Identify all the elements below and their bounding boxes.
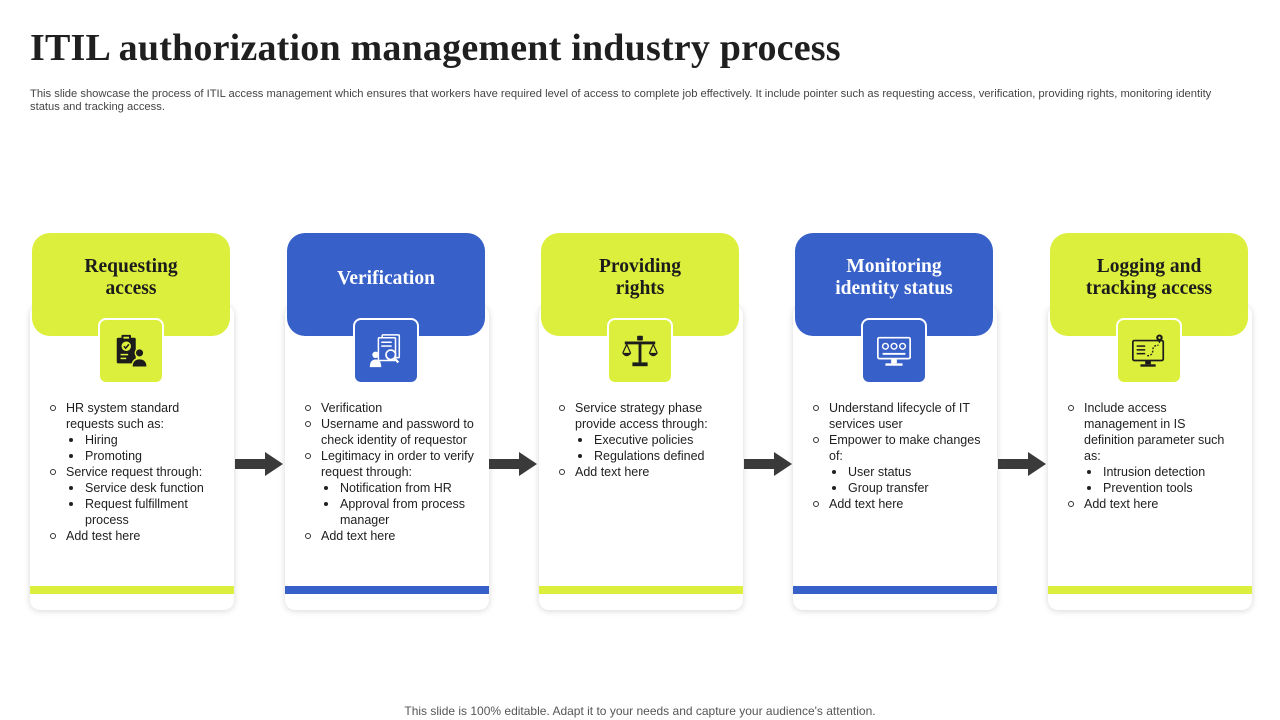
step-points: Include access management in IS definiti…	[1066, 400, 1238, 512]
sub-list-item: User status	[829, 464, 983, 480]
step-title-line: Requesting	[84, 255, 178, 277]
step-points: HR system standard requests such as: Hir…	[48, 400, 220, 544]
page-title: ITIL authorization management industry p…	[30, 27, 841, 69]
process-step-logging-tracking-access: Logging and tracking access Include acce…	[1048, 233, 1256, 611]
step-points: Understand lifecycle of IT services user…	[811, 400, 983, 512]
sub-list-item: Hiring	[66, 432, 220, 448]
step-title-line: identity status	[835, 277, 953, 299]
card-bottom-bar	[539, 586, 743, 594]
list-item: Add text here	[303, 528, 475, 544]
list-item: Service strategy phase provide access th…	[557, 400, 729, 464]
arrow-right-icon	[998, 452, 1046, 476]
arrow-right-icon	[744, 452, 792, 476]
list-item: Add text here	[557, 464, 729, 480]
step-title-line: tracking access	[1085, 277, 1213, 299]
sub-list-item: Intrusion detection	[1084, 464, 1238, 480]
list-item: Verification	[303, 400, 475, 416]
arrow-right-icon	[489, 452, 537, 476]
list-item: Add test here	[48, 528, 220, 544]
card-bottom-bar	[793, 586, 997, 594]
step-points: Verification Username and password to ch…	[303, 400, 475, 544]
card-bottom-bar	[285, 586, 489, 594]
process-step-providing-rights: Providing rights Service strategy phase …	[539, 233, 747, 611]
list-item: Add text here	[811, 496, 983, 512]
card-bottom-bar	[1048, 586, 1252, 594]
step-title-line: Logging and	[1096, 255, 1202, 277]
process-step-verification: Verification Verification Username and p…	[285, 233, 493, 611]
list-item: Username and password to check identity …	[303, 416, 475, 448]
sub-list-item: Approval from process manager	[321, 496, 475, 528]
card-bottom-bar	[30, 586, 234, 594]
footer-note: This slide is 100% editable. Adapt it to…	[404, 704, 876, 718]
process-step-requesting-access: Requesting access HR system standard req…	[30, 233, 238, 611]
step-title-line: rights	[615, 277, 665, 299]
step-title-line: Monitoring	[846, 255, 942, 277]
step-points: Service strategy phase provide access th…	[557, 400, 729, 480]
list-item: Understand lifecycle of IT services user	[811, 400, 983, 432]
sub-list-item: Service desk function	[66, 480, 220, 496]
page-subtitle: This slide showcase the process of ITIL …	[30, 88, 1212, 113]
sub-list-item: Promoting	[66, 448, 220, 464]
sub-list-item: Regulations defined	[575, 448, 729, 464]
step-title-line: Providing	[599, 255, 681, 277]
sub-list-item: Notification from HR	[321, 480, 475, 496]
sub-list-item: Request fulfillment process	[66, 496, 220, 528]
sub-list-item: Group transfer	[829, 480, 983, 496]
tracking-monitor-icon	[1116, 318, 1182, 384]
list-item: Service request through: Service desk fu…	[48, 464, 220, 528]
step-title-line: access	[105, 277, 157, 299]
process-step-monitoring-identity-status: Monitoring identity status Understand li…	[793, 233, 1001, 611]
scales-icon	[607, 318, 673, 384]
sub-list-item: Executive policies	[575, 432, 729, 448]
list-item: Empower to make changes of: User status …	[811, 432, 983, 496]
list-item: Include access management in IS definiti…	[1066, 400, 1238, 496]
sub-list-item: Prevention tools	[1084, 480, 1238, 496]
document-search-icon	[353, 318, 419, 384]
step-title-line: Verification	[337, 267, 435, 289]
arrow-right-icon	[235, 452, 283, 476]
list-item: Add text here	[1066, 496, 1238, 512]
list-item: Legitimacy in order to verify request th…	[303, 448, 475, 528]
list-item: HR system standard requests such as: Hir…	[48, 400, 220, 464]
monitor-icon	[861, 318, 927, 384]
clipboard-user-icon	[98, 318, 164, 384]
